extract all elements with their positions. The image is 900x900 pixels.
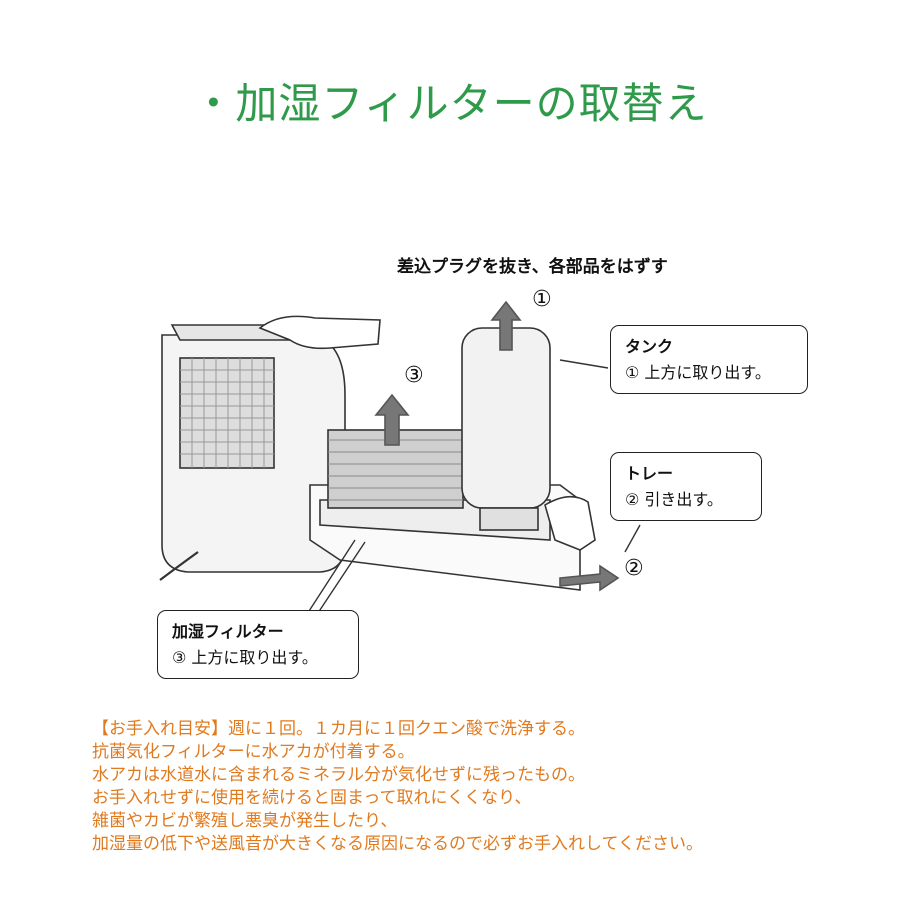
note-line: 加湿量の低下や送風音が大きくなる原因になるので必ずお手入れしてください。 <box>92 834 703 854</box>
tray-arrow <box>559 564 620 592</box>
note-line: 抗菌気化フィルターに水アカが付着する。 <box>92 742 415 762</box>
step-number-1: ① <box>532 287 552 312</box>
callout-filter-text: ③ 上方に取り出す。 <box>172 647 318 667</box>
page-title: ・加湿フィルターの取替え <box>192 79 708 128</box>
callout-tray: トレー ② 引き出す。 <box>610 452 762 522</box>
callout-tray-text: ② 引き出す。 <box>625 489 723 509</box>
step-number-2: ② <box>624 556 644 581</box>
filter-arrow <box>374 393 410 446</box>
power-cord <box>159 551 199 581</box>
callout-filter-heading: 加湿フィルター <box>172 622 284 641</box>
instruction-heading: 差込プラグを抜き、各部品をはずす <box>397 257 668 277</box>
callout-filter: 加湿フィルター ③ 上方に取り出す。 <box>157 610 359 680</box>
callout-tray-heading: トレー <box>625 464 674 483</box>
callout-tank-heading: タンク <box>625 337 674 356</box>
note-line: 水アカは水道水に含まれるミネラル分が気化せずに残ったもの。 <box>92 765 585 785</box>
front-grille <box>179 357 275 469</box>
step-number-3: ③ <box>404 363 424 388</box>
note-line: 雑菌やカビが繁殖し悪臭が発生したり、 <box>92 811 398 831</box>
note-line: お手入れせずに使用を続けると固まって取れにくくなり、 <box>92 788 532 808</box>
humidifier-illustration <box>159 300 641 626</box>
callout-tank-text: ① 上方に取り出す。 <box>625 362 771 382</box>
hand-top <box>258 315 381 350</box>
hand-right <box>544 495 596 551</box>
callout-tank: タンク ① 上方に取り出す。 <box>610 325 808 395</box>
water-tank <box>461 327 551 509</box>
maintenance-notes: 【お手入れ目安】週に１回。１カ月に１回クエン酸で洗浄する。 抗菌気化フィルターに… <box>92 718 703 856</box>
tank-arrow <box>490 300 522 351</box>
note-line: 【お手入れ目安】週に１回。１カ月に１回クエン酸で洗浄する。 <box>92 719 585 739</box>
